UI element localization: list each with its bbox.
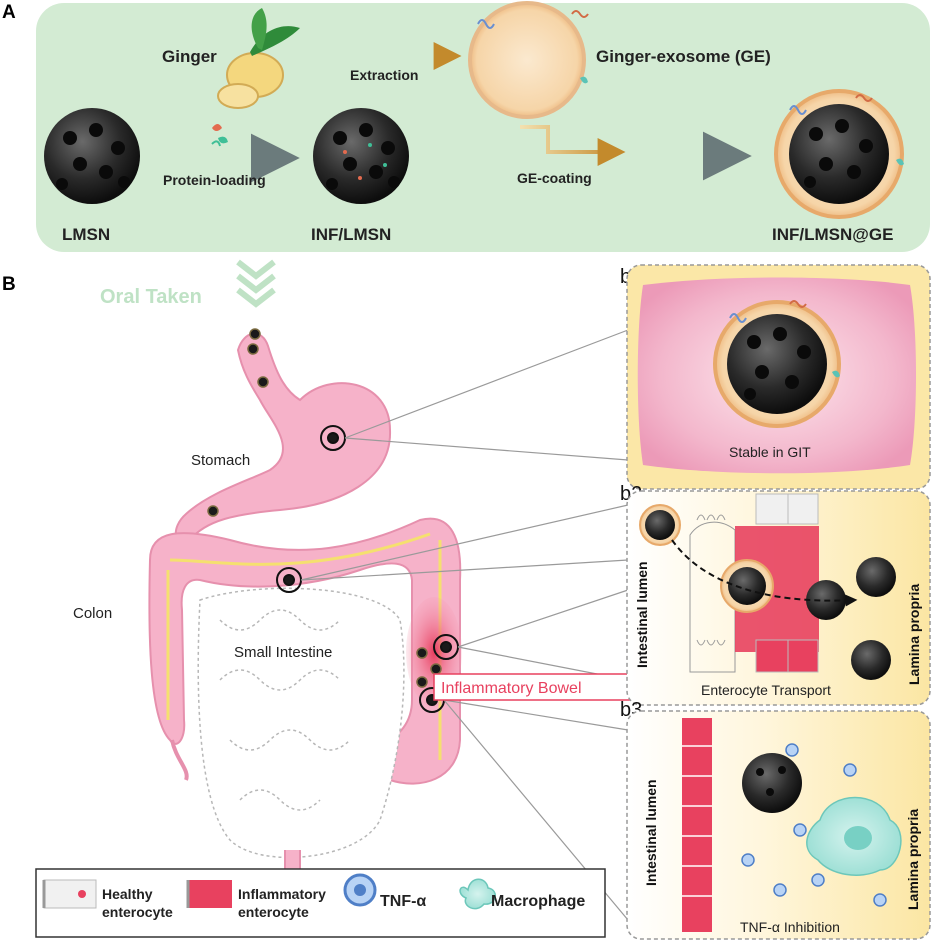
panel-b-label: B <box>2 274 16 295</box>
ginger-icon <box>217 8 300 109</box>
ginger-exosome-label: Ginger-exosome (GE) <box>596 47 771 66</box>
inf-lmsn-label: INF/LMSN <box>311 225 391 244</box>
oral-taken-label: Oral Taken <box>100 286 202 308</box>
gut-particles <box>207 328 442 688</box>
colon-shape <box>148 517 462 785</box>
legend-tnf-label: TNF-α <box>380 893 426 910</box>
b1-caption: Stable in GIT <box>729 444 811 460</box>
b3-enterocyte-column <box>682 718 712 932</box>
legend-inflammatory-line1: Inflammatory <box>238 886 326 902</box>
panel-a-label: A <box>2 2 16 23</box>
exosome-to-coating-arrow <box>520 125 626 166</box>
inflammatory-bowel-label: Inflammatory Bowel <box>441 680 582 697</box>
tnf-alpha-icon <box>343 873 377 907</box>
lmsn-label: LMSN <box>62 225 110 244</box>
b2-propria-label: Lamina propria <box>906 584 922 685</box>
ginger-exosome-icon <box>468 1 589 119</box>
ginger-label: Ginger <box>162 47 217 66</box>
legend-healthy-label: Healthy enterocyte <box>102 886 173 920</box>
macrophage-icon <box>459 878 496 910</box>
protein-loading-label: Protein-loading <box>163 172 266 188</box>
b2-particles <box>639 504 896 680</box>
b2-caption: Enterocyte Transport <box>701 682 831 698</box>
legend-inflammatory-line2: enterocyte <box>238 904 309 920</box>
healthy-enterocyte-icon <box>42 879 97 909</box>
inf-lmsn-particle-icon <box>313 108 409 204</box>
small-intestine-label: Small Intestine <box>234 644 332 661</box>
stomach-label: Stomach <box>191 452 250 469</box>
ge-coating-label: GE-coating <box>517 170 592 186</box>
b3-lumen-label: Intestinal lumen <box>643 779 659 886</box>
b3-macrophage-icon <box>806 796 902 876</box>
b3-tnf-particles <box>741 743 887 907</box>
legend-box <box>35 868 606 938</box>
extraction-label: Extraction <box>350 67 418 83</box>
b2-transport-arrow <box>671 539 858 607</box>
b3-caption: TNF-α Inhibition <box>740 919 840 935</box>
inf-lmsn-ge-particle-icon <box>774 89 904 219</box>
oral-chevron-icon <box>236 259 276 308</box>
inflammatory-bowel-box <box>433 673 633 701</box>
b2-lumen-label: Intestinal lumen <box>634 561 650 668</box>
b1-particle-icon <box>713 300 841 428</box>
legend-healthy-line1: Healthy <box>102 886 153 902</box>
stomach-shape <box>175 332 392 543</box>
b3-particle <box>742 753 802 813</box>
legend-inflammatory-label: Inflammatory enterocyte <box>238 886 330 920</box>
protein-icon <box>211 124 228 147</box>
b3-propria-label: Lamina propria <box>905 809 921 910</box>
legend-macrophage-label: Macrophage <box>491 893 585 910</box>
small-intestine-shape <box>197 587 405 914</box>
colon-label: Colon <box>73 605 112 622</box>
lmsn-particle-icon <box>44 108 140 204</box>
inflammatory-enterocyte-icon <box>186 880 232 908</box>
inf-lmsn-ge-label: INF/LMSN@GE <box>772 225 893 244</box>
legend-healthy-line2: enterocyte <box>102 904 173 920</box>
